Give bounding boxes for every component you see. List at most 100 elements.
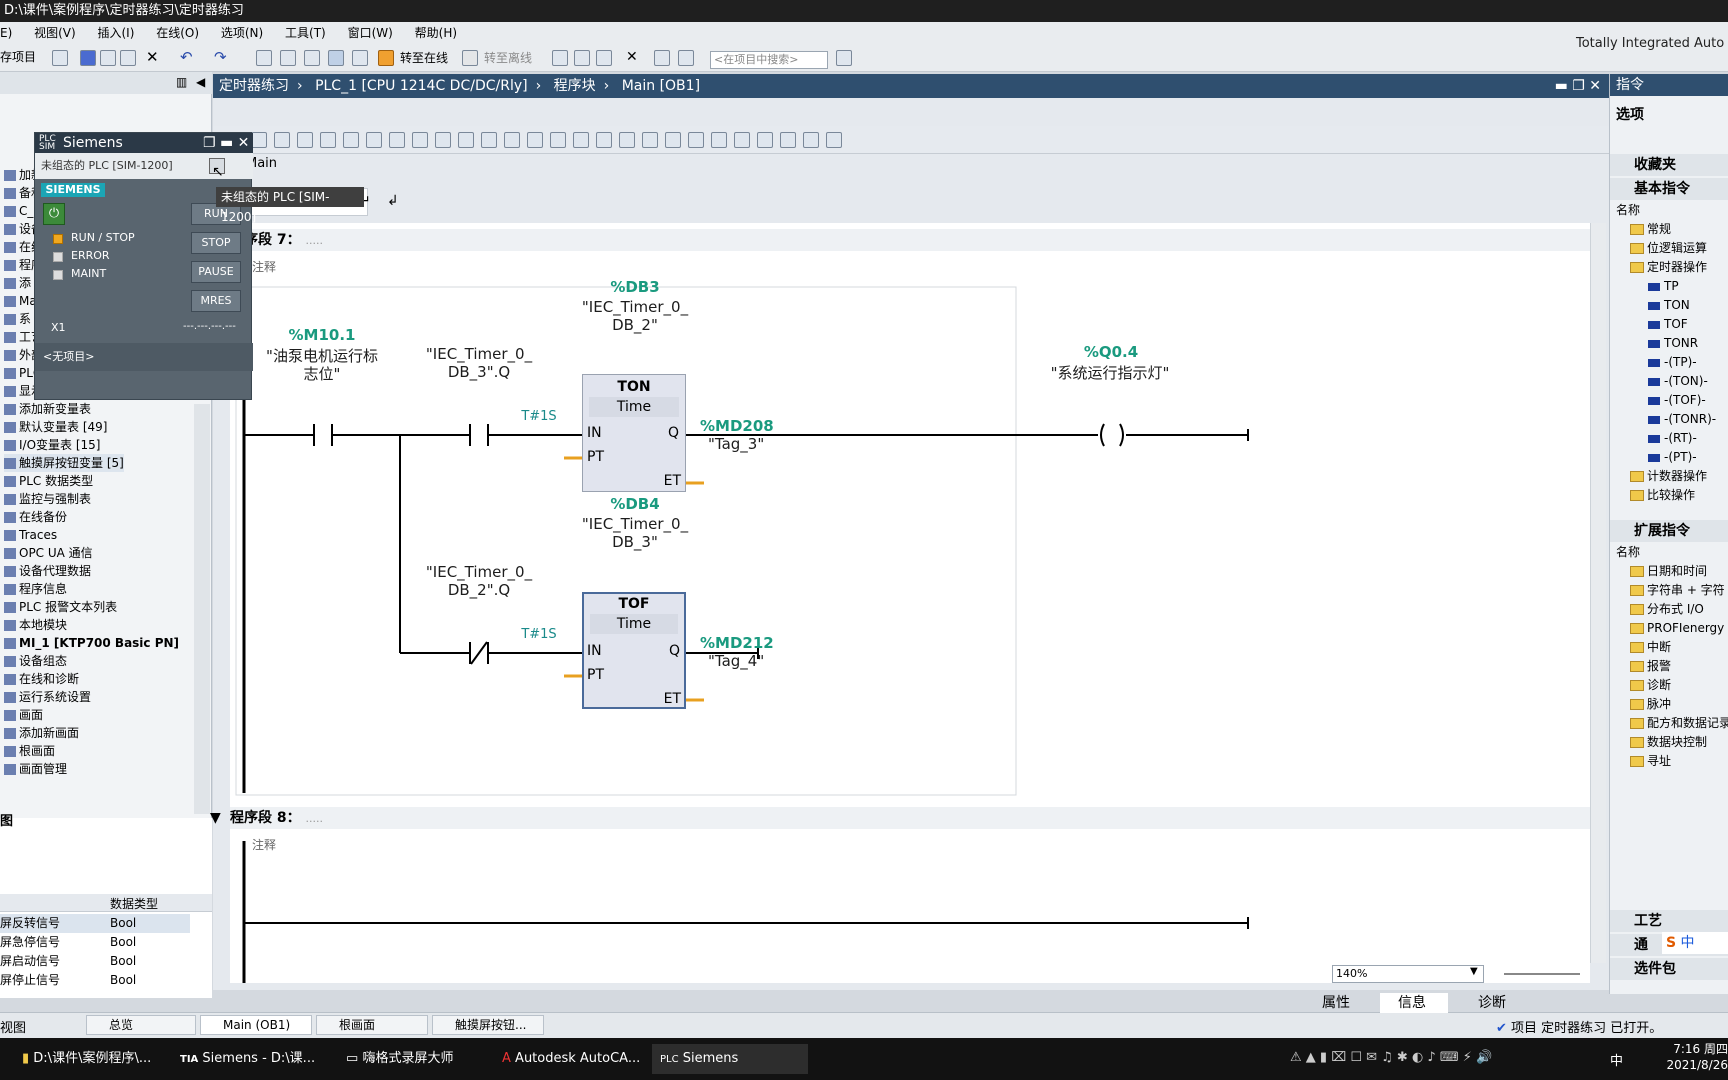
plcsim-window-controls-icon[interactable]: ❐ ▬ ✕ xyxy=(203,135,250,151)
contact-2-symbol[interactable]: "IEC_Timer_0_ xyxy=(425,345,533,363)
extended-instruction-item[interactable]: 字符串 + 字符 xyxy=(1630,581,1725,599)
menu-tools[interactable]: 工具(T) xyxy=(285,26,326,40)
ladder-toolbar-icon[interactable] xyxy=(412,132,428,148)
ladder-toolbar-icon[interactable] xyxy=(780,132,796,148)
tree-item[interactable]: 添加新变量表 xyxy=(4,400,91,418)
ladder-toolbar-icon[interactable] xyxy=(366,132,382,148)
info-tab[interactable]: 信息 xyxy=(1380,993,1448,1013)
basic-instruction-item[interactable]: TOF xyxy=(1648,315,1688,333)
tree-item[interactable]: 设备代理数据 xyxy=(4,562,91,580)
menu-window[interactable]: 窗口(W) xyxy=(347,26,393,40)
contact-3-symbol[interactable]: "IEC_Timer_0_ xyxy=(425,563,533,581)
ladder-toolbar-icon[interactable] xyxy=(504,132,520,148)
basic-instruction-item[interactable]: 计数器操作 xyxy=(1630,467,1707,485)
portal-view-button[interactable]: 视图 xyxy=(0,1021,27,1036)
tof-block-type[interactable]: Time xyxy=(590,614,678,634)
system-tray-icons[interactable]: ⚠ ▲ ▮ ⌧ ☐ ✉ ♫ ✱ ◐ ♪ ⌨ ⚡ 🔊 xyxy=(1290,1050,1493,1065)
contact-1-address[interactable]: %M10.1 xyxy=(288,326,356,344)
tree-item[interactable]: 默认变量表 [49] xyxy=(4,418,107,436)
power-icon[interactable]: ⏻ xyxy=(43,203,65,225)
mres-button[interactable]: MRES xyxy=(191,290,241,312)
basic-instruction-item[interactable]: TON xyxy=(1648,296,1690,314)
instructions-options[interactable]: 选项 xyxy=(1616,107,1644,123)
ton-block[interactable]: TON Time IN PT Q ET xyxy=(582,374,686,492)
tree-item[interactable]: 设备组态 xyxy=(4,652,67,670)
editor-tab-main[interactable]: Main xyxy=(246,156,278,171)
taskbar-recorder[interactable]: ▭ 嗨格式录屏大师 xyxy=(338,1044,486,1074)
optional-packages-header[interactable]: 选件包 xyxy=(1610,958,1728,980)
tree-item[interactable]: PLC 报警文本列表 xyxy=(4,598,117,616)
menu-online[interactable]: 在线(O) xyxy=(156,26,200,40)
ton-instance-db[interactable]: %DB3 xyxy=(610,278,660,296)
tree-item[interactable]: 画面 xyxy=(4,706,43,724)
extended-instruction-item[interactable]: 寻址 xyxy=(1630,752,1671,770)
ton-instance-name[interactable]: "IEC_Timer_0_ xyxy=(581,298,689,316)
split-vertical-icon[interactable] xyxy=(678,50,694,66)
split-horizontal-icon[interactable] xyxy=(654,50,670,66)
delete-icon[interactable]: ✕ xyxy=(146,48,159,66)
network-7-comment[interactable]: 注释 xyxy=(252,260,277,274)
close-branch-icon[interactable]: ↲ xyxy=(387,193,399,209)
tree-item[interactable]: OPC UA 通信 xyxy=(4,544,93,562)
plcsim-expand-icon[interactable] xyxy=(209,158,225,174)
diagnostics-tab[interactable]: 诊断 xyxy=(1478,995,1506,1011)
ladder-toolbar-icon[interactable] xyxy=(527,132,543,148)
tof-pt-value[interactable]: T#1S xyxy=(521,627,557,642)
taskbar-tia[interactable]: TIA Siemens - D:\课... xyxy=(172,1044,332,1074)
technology-header[interactable]: 工艺 xyxy=(1610,910,1728,932)
accessible-devices-icon[interactable] xyxy=(552,50,568,66)
tree-item[interactable]: 添 xyxy=(4,274,31,292)
stop-cpu-icon[interactable] xyxy=(352,50,368,66)
ladder-toolbar-icon[interactable] xyxy=(734,132,750,148)
ladder-toolbar-icon[interactable] xyxy=(642,132,658,148)
contact-3-symbol-2[interactable]: DB_2".Q xyxy=(447,581,511,599)
tof-et-address[interactable]: %MD212 xyxy=(700,634,774,652)
basic-instruction-item[interactable]: 常规 xyxy=(1630,220,1671,238)
cut-icon[interactable] xyxy=(80,50,96,66)
tree-scrollbar[interactable] xyxy=(194,404,210,814)
network-8-header[interactable]: ▼ 程序段 8： ..... xyxy=(210,807,1590,829)
undo-icon[interactable]: ↶ xyxy=(180,48,193,66)
extended-instruction-item[interactable]: 日期和时间 xyxy=(1630,562,1707,580)
upload-icon[interactable] xyxy=(304,50,320,66)
tof-block[interactable]: TOF Time IN PT Q ET xyxy=(582,592,686,709)
basic-instruction-item[interactable]: -(RT)- xyxy=(1648,429,1697,447)
breadcrumb-project[interactable]: 定时器练习 xyxy=(219,78,289,94)
menu-options[interactable]: 选项(N) xyxy=(220,26,264,40)
extended-instruction-item[interactable]: 分布式 I/O xyxy=(1630,600,1704,618)
breadcrumb-plc[interactable]: PLC_1 [CPU 1214C DC/DC/Rly] xyxy=(315,78,528,94)
breadcrumb-main[interactable]: Main [OB1] xyxy=(621,78,701,94)
ton-instance-name-2[interactable]: DB_2" xyxy=(612,316,658,334)
ladder-toolbar-icon[interactable] xyxy=(435,132,451,148)
taskbar-plcsim[interactable]: PLC Siemens xyxy=(652,1044,808,1074)
editor-vscroll[interactable] xyxy=(1590,223,1606,963)
basic-instruction-item[interactable]: -(PT)- xyxy=(1648,448,1697,466)
ladder-toolbar-icon[interactable] xyxy=(251,132,267,148)
coil-address[interactable]: %Q0.4 xyxy=(1083,343,1139,361)
redo-icon[interactable]: ↷ xyxy=(214,48,227,66)
tof-instance-name-2[interactable]: DB_3" xyxy=(612,533,658,551)
ladder-toolbar-icon[interactable] xyxy=(803,132,819,148)
basic-instruction-item[interactable]: TP xyxy=(1648,277,1679,295)
ladder-toolbar-icon[interactable] xyxy=(826,132,842,148)
breadcrumb-program-blocks[interactable]: 程序块 xyxy=(553,78,596,94)
contact-1-symbol-2[interactable]: 志位" xyxy=(303,365,341,383)
tree-item[interactable]: 运行系统设置 xyxy=(4,688,91,706)
basic-instruction-item[interactable]: -(TON)- xyxy=(1648,372,1708,390)
extended-instruction-item[interactable]: 配方和数据记录 xyxy=(1630,714,1728,732)
cross-reference-icon[interactable] xyxy=(574,50,590,66)
project-search-input[interactable]: <在项目中搜索> xyxy=(710,51,828,69)
pause-button[interactable]: PAUSE xyxy=(191,261,241,283)
tree-item[interactable]: 程序信息 xyxy=(4,580,67,598)
search-icon[interactable] xyxy=(836,50,852,66)
zoom-dropdown-icon[interactable]: ▼ xyxy=(1470,966,1478,977)
download-icon[interactable] xyxy=(280,50,296,66)
print-icon[interactable] xyxy=(52,50,68,66)
tree-item[interactable]: Ma xyxy=(4,292,37,310)
basic-instruction-item[interactable]: TONR xyxy=(1648,334,1698,352)
open-branch-icon[interactable]: ↵ xyxy=(359,193,371,209)
go-offline-icon[interactable] xyxy=(462,50,478,66)
ladder-toolbar-icon[interactable] xyxy=(343,132,359,148)
